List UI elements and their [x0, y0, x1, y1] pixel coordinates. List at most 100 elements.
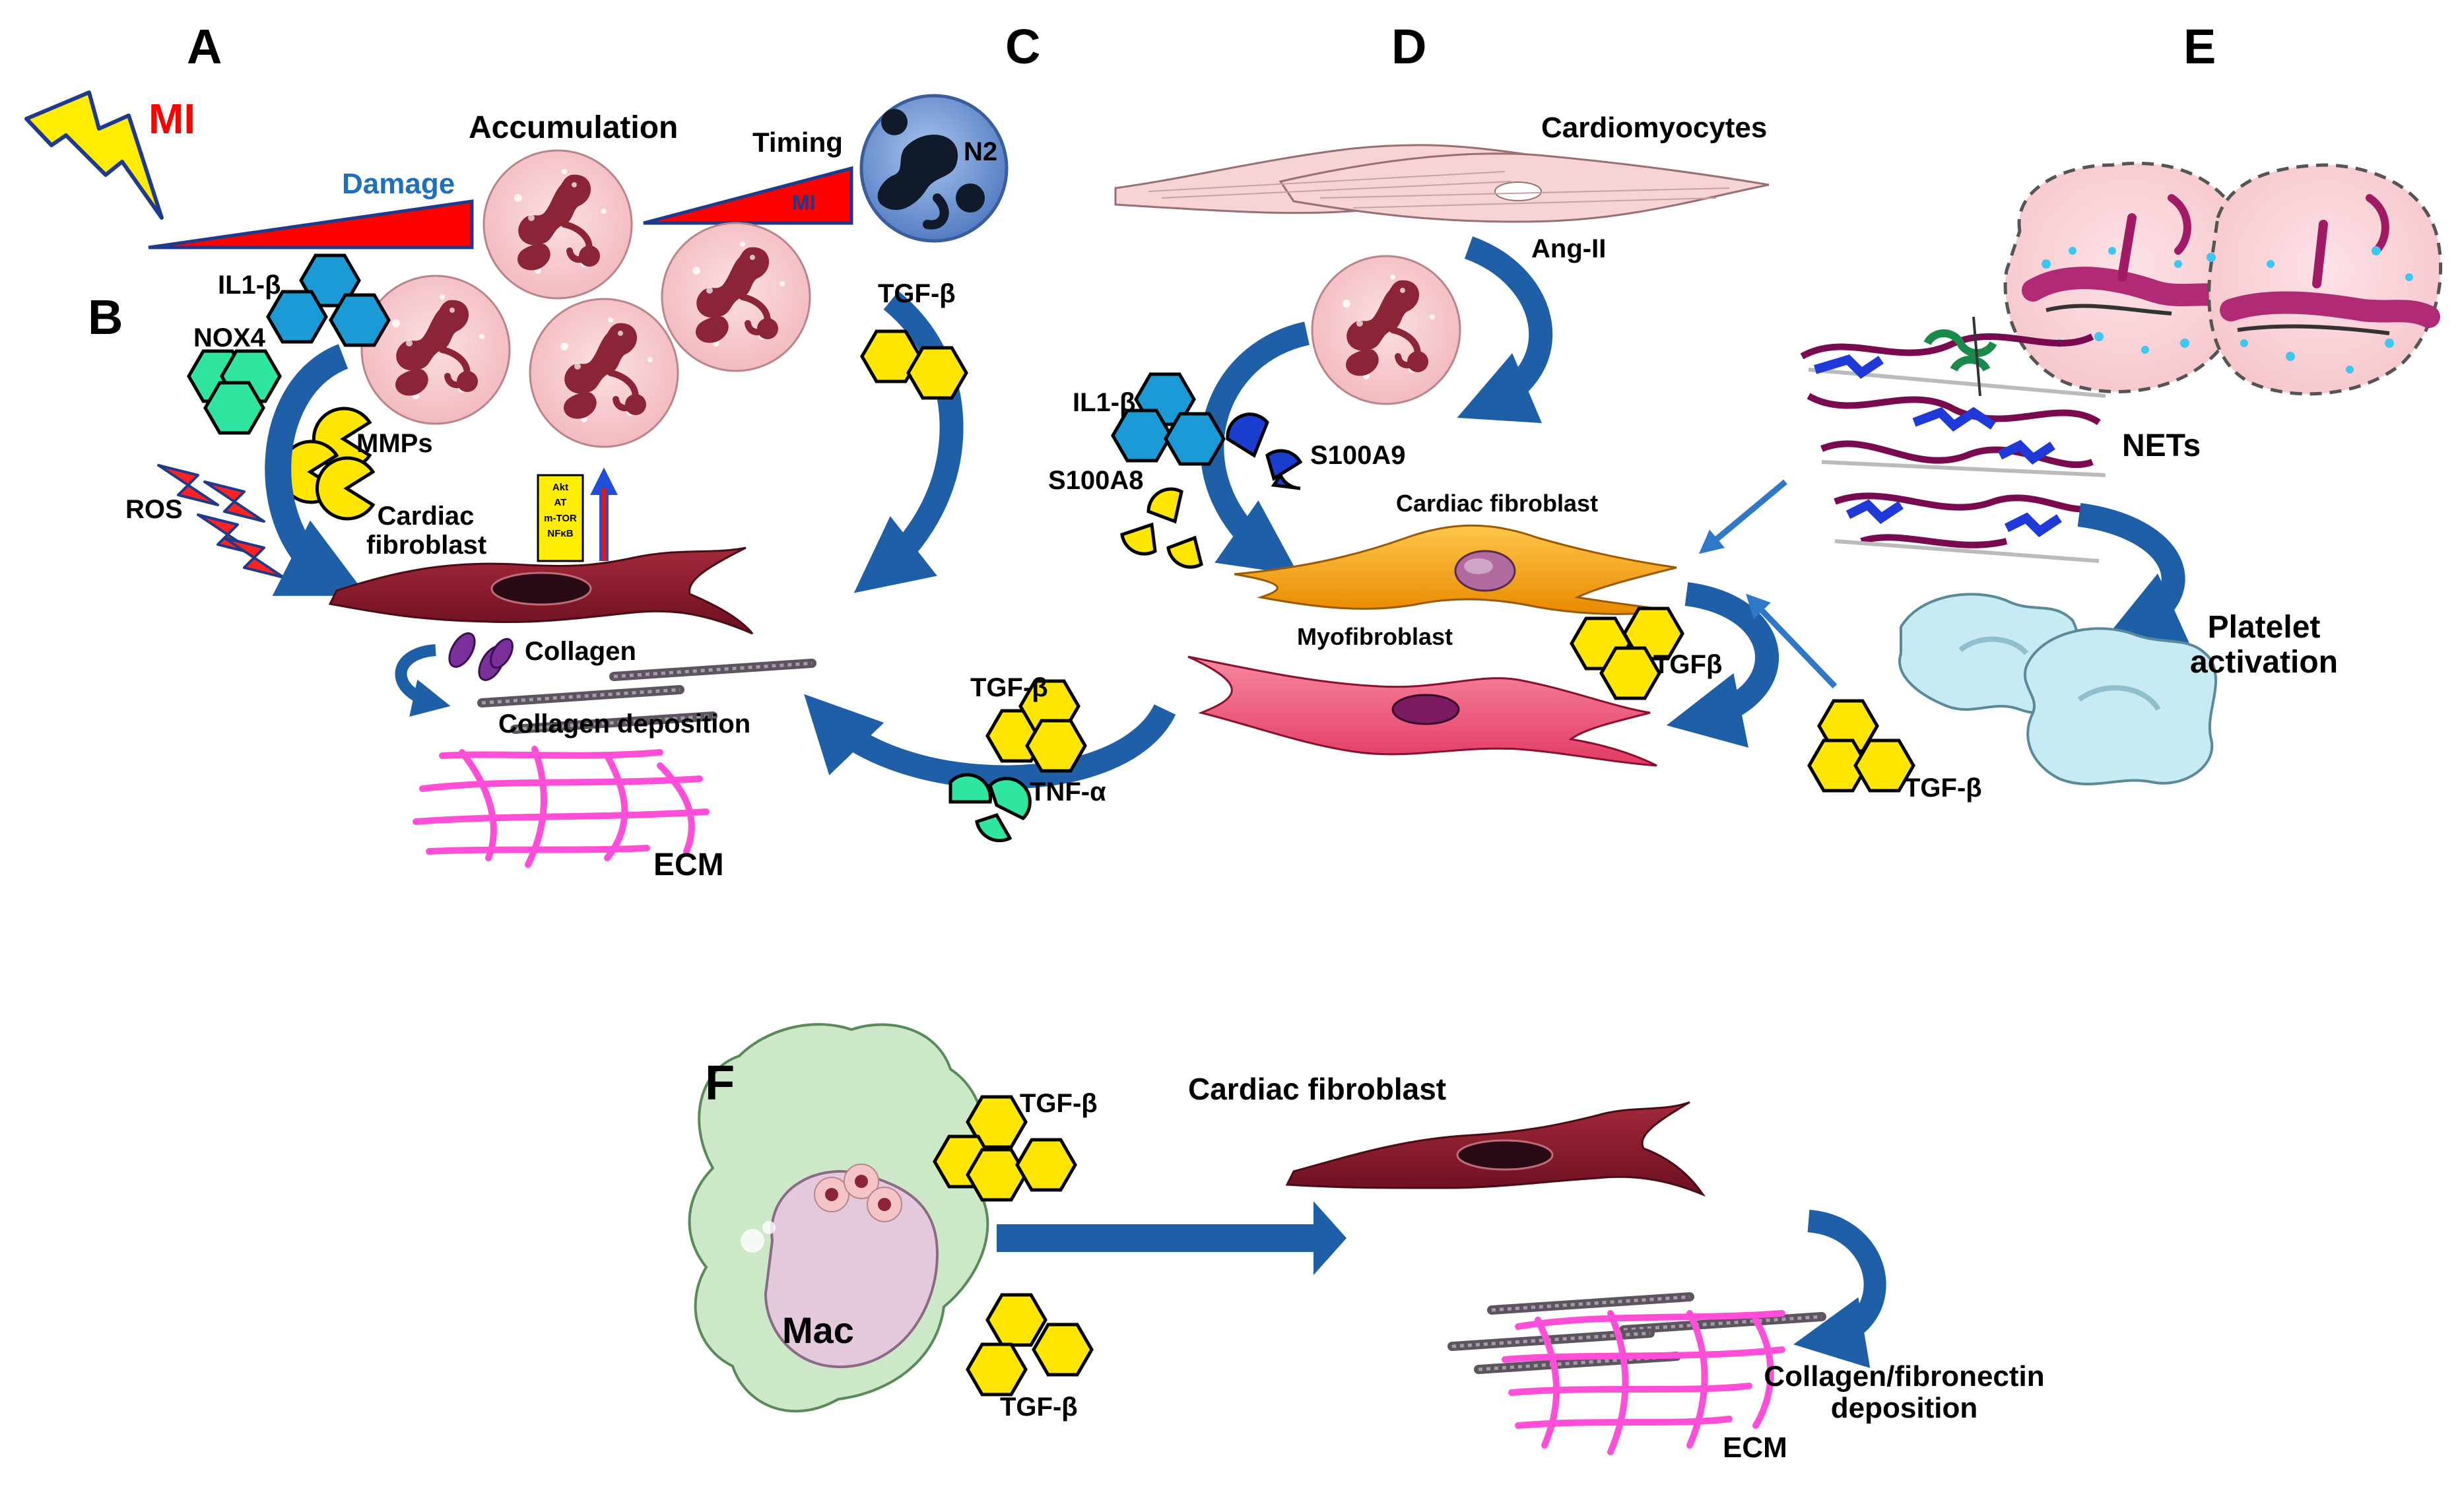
nets-label: NETs: [2122, 428, 2201, 463]
neutrophil: [362, 276, 510, 424]
ros-bolt-icon: [157, 464, 285, 579]
cardiac-fibroblast-f-label: Cardiac fibroblast: [1188, 1072, 1447, 1106]
net-neutrophil-cell: [2207, 163, 2443, 396]
myofibroblast-label: Myofibroblast: [1297, 623, 1453, 650]
tgfb-hexagon-icon: [968, 1344, 1026, 1395]
panel-label-b: B: [88, 290, 123, 345]
n2-label: N2: [964, 137, 998, 166]
macrophage-cell: [688, 1023, 989, 1413]
tgfb-f-bottom-label: TGF-β: [1000, 1393, 1078, 1422]
panel-label-a: A: [187, 19, 222, 74]
tgfb-e-label: TGF-β: [1904, 773, 1982, 803]
tgfb-c-label: TGF-β: [878, 279, 956, 308]
s100a8-label: S100A8: [1048, 466, 1144, 495]
tgfb-hexagon-icon: [908, 348, 966, 398]
panel-label-e: E: [2183, 19, 2216, 74]
platelet-activation-line2: activation: [2189, 644, 2339, 680]
s100a9-label: S100A9: [1310, 441, 1406, 470]
tgfb-bottom-label: TGF-β: [970, 673, 1048, 702]
panel-label-c: C: [1005, 19, 1041, 74]
deposition-label: Collagen/fibronectin deposition: [1752, 1360, 2056, 1425]
deposition-line1: Collagen/fibronectin: [1764, 1360, 2045, 1393]
n2-neutrophil: [859, 94, 1009, 243]
damage-wedge: [148, 199, 474, 249]
cardiac-fibroblast-cell: [328, 546, 754, 635]
straight-flow-arrow: [997, 1201, 1346, 1275]
il1b-label: IL1-β: [218, 271, 281, 300]
collagen-label: Collagen: [525, 637, 636, 666]
cardiomyocytes-label: Cardiomyocytes: [1541, 112, 1768, 144]
tgfb-d-label: TGFβ: [1653, 650, 1723, 679]
lightning-bolt-icon: [24, 90, 164, 220]
platelet-activation-arrow: [2077, 503, 2189, 643]
mmps-label: MMPs: [356, 429, 433, 458]
flow-arrow: [265, 344, 367, 596]
cardiac-fibroblast-label-line2: fibroblast: [366, 531, 487, 560]
accumulation-label: Accumulation: [469, 110, 679, 145]
ecm-mesh: [413, 746, 710, 868]
tnfa-label: TNF-α: [1030, 777, 1106, 806]
mmp-pacman-icon: [279, 407, 376, 521]
signaling-mtor: m-TOR: [544, 512, 577, 524]
ros-label: ROS: [125, 495, 183, 524]
s100a9-half-disc-icon: [1226, 412, 1303, 490]
platelet-activation-line1: Platelet: [2207, 610, 2321, 645]
flow-arrow: [1793, 1210, 1886, 1368]
damage-label: Damage: [342, 168, 455, 200]
signaling-label: Akt AT m-TOR NFκB: [538, 480, 583, 541]
nets-fibers: [1800, 316, 2106, 563]
timing-mi-label: MI: [792, 191, 816, 214]
il1b-hexagon-icon: [1166, 414, 1224, 464]
neutrophil: [1312, 256, 1460, 404]
timing-wedge: [643, 166, 853, 225]
tgfb-hexagon-icon: [987, 1295, 1046, 1345]
cardiac-fibroblast-cell: [1285, 1101, 1706, 1197]
myofibroblast-cell: [1187, 655, 1657, 767]
collagen-molecule: [448, 632, 514, 681]
il1b-hexagon-icon: [331, 295, 389, 345]
granule-dots: [2042, 246, 2413, 374]
activated-fibroblast-cell: [1234, 524, 1677, 615]
signaling-nfkb: NFκB: [547, 527, 574, 539]
panel-label-f: F: [705, 1055, 735, 1110]
neutrophil: [662, 223, 810, 371]
nox4-hexagon-icon: [205, 383, 263, 433]
tgfb-hexagon-icon: [1601, 648, 1659, 698]
ecm-label: ECM: [653, 847, 724, 882]
tgfb-hexagon-icon: [1017, 1140, 1075, 1190]
signaling-at: AT: [554, 497, 567, 509]
ang2-label: Ang-II: [1531, 234, 1607, 263]
tgfb-hexagon-icon: [1034, 1325, 1092, 1375]
tgfb-hexagon-icon: [968, 1150, 1026, 1200]
flow-arrow: [1666, 582, 1779, 748]
s100a8-half-disc-icon: [1120, 487, 1203, 569]
ecm-f-label: ECM: [1723, 1431, 1787, 1464]
cardiac-fibroblast-label: Cardiac fibroblast: [366, 502, 487, 560]
timing-label: Timing: [752, 127, 843, 158]
thin-arrow: [1746, 593, 1838, 689]
il1b-d-label: IL1-β: [1073, 388, 1136, 417]
mac-label: Mac: [782, 1309, 854, 1351]
ang2-flow-arrow: [1457, 236, 1553, 424]
cardiac-fibroblast-label-line1: Cardiac: [377, 502, 475, 531]
panel-label-d: D: [1391, 19, 1427, 74]
neutrophil-accumulated: [484, 150, 632, 298]
thin-arrow: [1698, 479, 1787, 554]
deposition-line2: deposition: [1830, 1392, 1978, 1425]
ecm-mesh: [1502, 1310, 1785, 1455]
cardiomyocytes-cells: [1114, 144, 1770, 223]
platelet-cell: [2024, 627, 2218, 786]
flow-arrow: [853, 291, 964, 593]
platelet-activation-label: Platelet activation: [2185, 610, 2343, 680]
cardiac-fibroblast-d-label: Cardiac fibroblast: [1396, 490, 1599, 517]
tnfa-half-disc-icon: [948, 773, 1032, 843]
tgfb-f-top-label: TGF-β: [1020, 1089, 1098, 1118]
small-flow-arrow: [395, 644, 451, 717]
collagen-deposition-label: Collagen deposition: [498, 709, 751, 739]
signaling-akt: Akt: [552, 482, 569, 493]
nox4-label: NOX4: [193, 323, 265, 352]
mi-label: MI: [149, 95, 196, 143]
neutrophil: [530, 299, 678, 447]
il1b-hexagon-icon: [1113, 411, 1171, 461]
